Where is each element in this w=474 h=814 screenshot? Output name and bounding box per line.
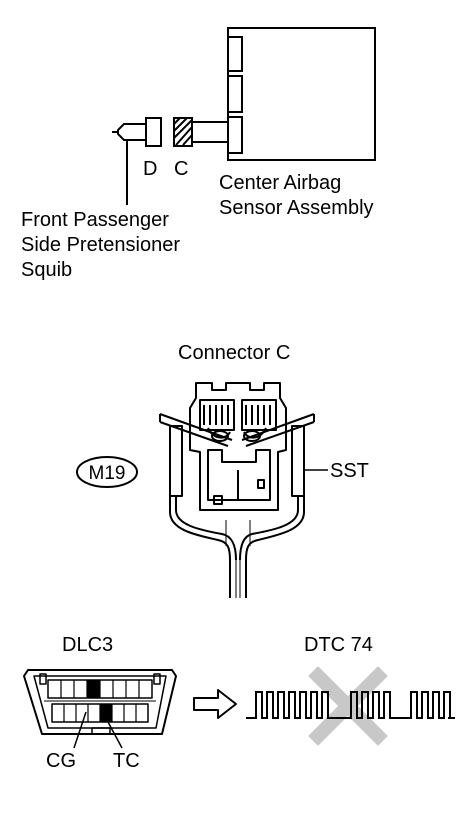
m19-tag-label: M19: [89, 463, 126, 484]
sensor-assembly-section: [112, 27, 376, 205]
sensor-slot-top: [227, 36, 243, 72]
m19-tag: [76, 456, 138, 488]
harness-c-to-sensor: [191, 121, 229, 143]
dtc-label: DTC 74: [304, 634, 373, 656]
connector-c-label: C: [174, 158, 188, 180]
dlc3-label: DLC3: [62, 634, 113, 656]
sst-probe-left: [169, 425, 183, 497]
connector-housing: [189, 382, 287, 511]
squib-label-line3: Squib: [21, 259, 72, 281]
cg-pin: [87, 680, 100, 698]
cg-leader: [73, 711, 87, 749]
squib-label-line1: Front Passenger: [21, 209, 169, 231]
sst-probe-right: [291, 425, 305, 497]
sensor-slot-bottom: [227, 116, 243, 154]
sensor-label-line2: Sensor Assembly: [219, 197, 374, 219]
tc-pin: [100, 704, 112, 722]
connector-c-title: Connector C: [178, 342, 290, 364]
sensor-label-line1: Center Airbag: [219, 172, 341, 194]
arrow-icon: [193, 689, 237, 719]
connector-d: [145, 117, 162, 147]
sensor-slot-middle: [227, 75, 243, 113]
cg-label: CG: [46, 750, 76, 772]
connector-c-drawing: [159, 382, 328, 598]
tc-label: TC: [113, 750, 140, 772]
dtc-waveform: [246, 691, 455, 719]
squib-label-line2: Side Pretensioner: [21, 234, 180, 256]
sensor-assembly-box: [227, 27, 376, 161]
tc-leader: [107, 721, 123, 749]
dlc3-connector: [23, 669, 177, 735]
squib-body: [117, 123, 146, 141]
sst-label: SST: [330, 460, 369, 482]
connector-d-label: D: [143, 158, 157, 180]
cross-mark-icon: [308, 666, 388, 746]
